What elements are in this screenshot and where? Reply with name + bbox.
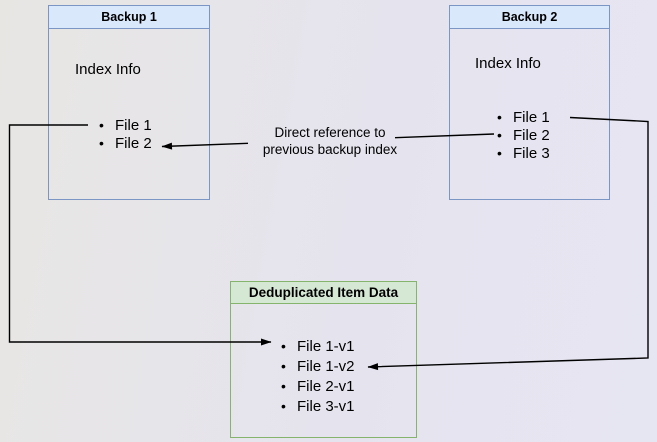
backup1-header: Backup 1: [49, 6, 209, 29]
file-item: File 3: [497, 144, 550, 162]
arrow-backup2-file1-to-dedup: [367, 116, 649, 371]
file-item: File 3-v1: [281, 396, 355, 416]
direct-reference-line2: previous backup index: [262, 142, 398, 157]
backup1-index-info-label: Index Info: [75, 61, 141, 78]
file-item: File 1-v1: [281, 336, 355, 356]
backup1-box: Backup 1: [48, 5, 210, 200]
file-item: File 1: [497, 108, 550, 126]
backup2-box: Backup 2: [449, 5, 610, 200]
direct-reference-line1: Direct reference to: [274, 125, 386, 140]
file-item: File 1-v2: [281, 356, 355, 376]
file-item: File 2: [497, 126, 550, 144]
dedup-file-list: File 1-v1 File 1-v2 File 2-v1 File 3-v1: [281, 336, 355, 416]
backup2-header: Backup 2: [450, 6, 609, 29]
backup1-file-list: File 1 File 2: [99, 116, 152, 152]
backup2-index-info-label: Index Info: [475, 55, 541, 72]
backup2-file-list: File 1 File 2 File 3: [497, 108, 550, 162]
arrow-backup2-file2-to-backup1-arrowhead-segment: [161, 142, 249, 150]
dedup-box: Deduplicated Item Data: [230, 281, 417, 438]
file-item: File 2: [99, 134, 152, 152]
arrow-backup1-file1-to-dedup: [8, 124, 272, 346]
backup1-title: Backup 1: [101, 10, 157, 24]
dedup-header: Deduplicated Item Data: [231, 282, 416, 304]
direct-reference-label: Direct reference to previous backup inde…: [240, 124, 420, 158]
arrow-backup2-file2-to-backup1-segment-right: [394, 133, 495, 139]
file-item: File 1: [99, 116, 152, 134]
dedup-title: Deduplicated Item Data: [248, 285, 399, 300]
file-item: File 2-v1: [281, 376, 355, 396]
backup2-title: Backup 2: [501, 10, 558, 24]
